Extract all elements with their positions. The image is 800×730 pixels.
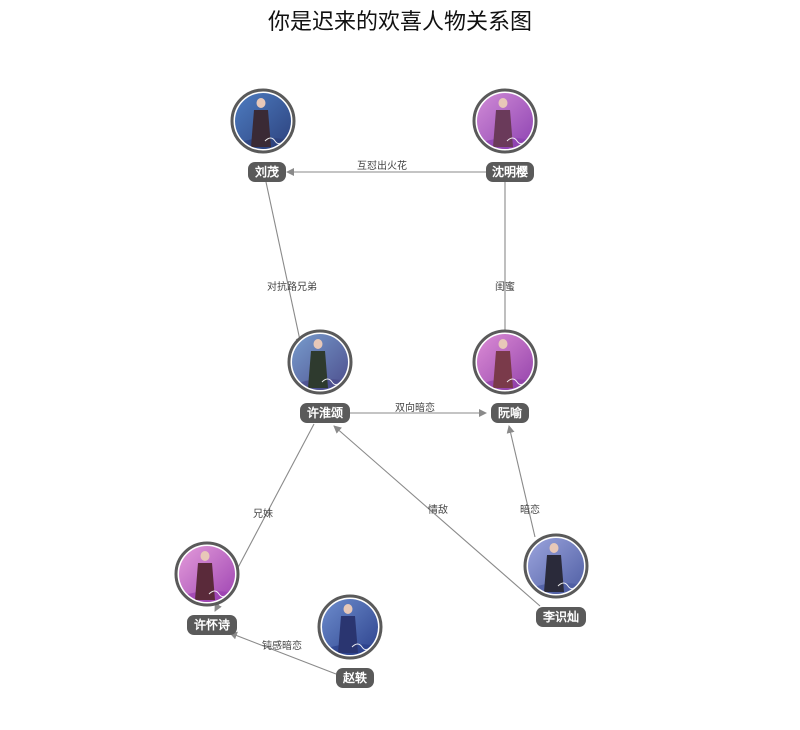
edge-label: 情敌 — [428, 503, 448, 516]
edge-shenmingying-ruanyu: 闺蜜 — [495, 182, 515, 345]
node-name: 李识灿 — [542, 609, 579, 624]
edge-line — [506, 425, 536, 538]
edge-label: 暗恋 — [520, 503, 540, 516]
node-shenmingying[interactable]: 沈明樱 — [472, 88, 548, 182]
edge-liumao-xuhuaisong: 对抗路兄弟 — [265, 181, 317, 346]
node-name: 沈明樱 — [492, 164, 528, 179]
edge-lishican-ruanyu: 暗恋 — [506, 425, 540, 538]
edge-line — [333, 425, 541, 607]
name-badge — [536, 607, 586, 627]
edge-label: 双向暗恋 — [395, 401, 435, 414]
node-lishican[interactable]: 李识灿 — [523, 533, 599, 627]
edge-zhaotie-xuhuaishi: 钝感暗恋 — [229, 631, 337, 675]
edge-label: 闺蜜 — [495, 280, 515, 293]
node-name: 许淮颂 — [307, 405, 343, 420]
name-badge — [248, 162, 286, 182]
node-name: 阮喻 — [498, 405, 523, 420]
name-badge — [336, 668, 374, 688]
node-ruanyu[interactable]: 阮喻 — [472, 329, 548, 423]
name-badge — [187, 615, 237, 635]
node-name: 赵轶 — [342, 670, 367, 685]
node-zhaotie[interactable]: 赵轶 — [317, 594, 393, 688]
edge-label: 对抗路兄弟 — [267, 280, 317, 293]
node-xuhuaisong[interactable]: 许淮颂 — [287, 329, 363, 423]
node-liumao[interactable]: 刘茂 — [230, 88, 306, 182]
name-badge — [491, 403, 529, 423]
edge-line — [229, 631, 337, 675]
edge-label: 互怼出火花 — [357, 159, 407, 172]
edge-lishican-xuhuaisong: 情敌 — [333, 425, 541, 607]
edge-shenmingying-liumao: 互怼出火花 — [286, 159, 486, 176]
edge-label: 兄妹 — [253, 508, 273, 520]
name-badge — [300, 403, 350, 423]
node-name: 许怀诗 — [194, 617, 230, 632]
page-title: 你是迟来的欢喜人物关系图 — [267, 10, 532, 35]
name-badge — [486, 162, 534, 182]
node-xuhuaishi[interactable]: 许怀诗 — [174, 541, 250, 635]
edge-label: 钝感暗恋 — [262, 639, 302, 652]
edge-line — [265, 181, 304, 346]
node-name: 刘茂 — [255, 164, 279, 179]
edge-xuhuaisong-ruanyu: 双向暗恋 — [350, 401, 487, 417]
